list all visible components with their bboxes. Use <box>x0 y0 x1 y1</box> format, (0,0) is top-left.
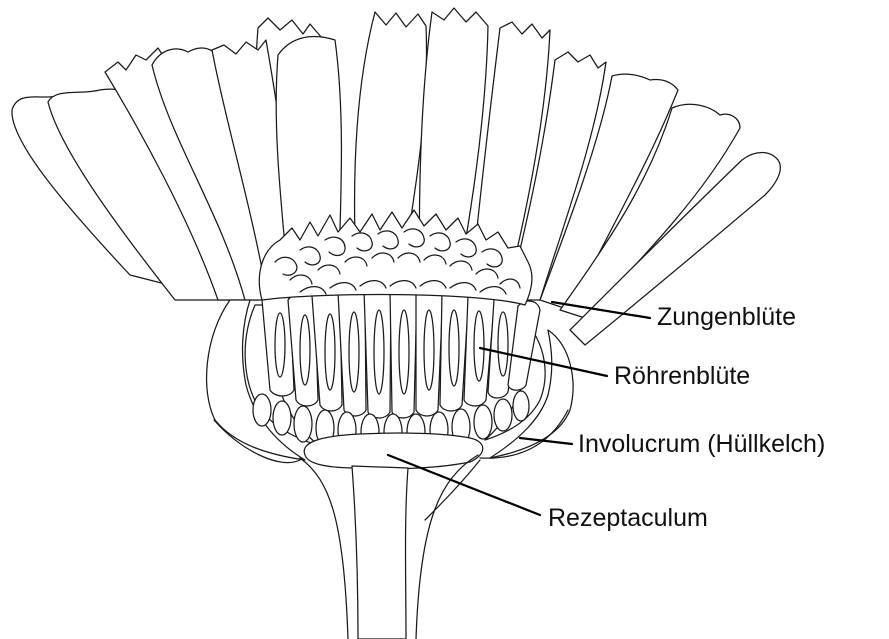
label-roehrenbluete: Röhrenblüte <box>614 362 750 390</box>
receptacle <box>304 433 483 469</box>
label-involucrum: Involucrum (Hüllkelch) <box>578 430 825 458</box>
label-rezeptaculum: Rezeptaculum <box>548 504 708 532</box>
stem <box>352 466 408 639</box>
disc-floret <box>390 283 417 419</box>
stem-outer-right <box>416 455 478 639</box>
label-zungenbluete: Zungenblüte <box>657 303 796 331</box>
leader-rezeptaculum <box>388 455 540 515</box>
bract-lower-right <box>425 460 480 520</box>
disc-floret <box>416 283 443 417</box>
stem-outer-left <box>300 458 348 639</box>
disc-florets <box>253 283 540 451</box>
disc-floret <box>364 283 391 419</box>
